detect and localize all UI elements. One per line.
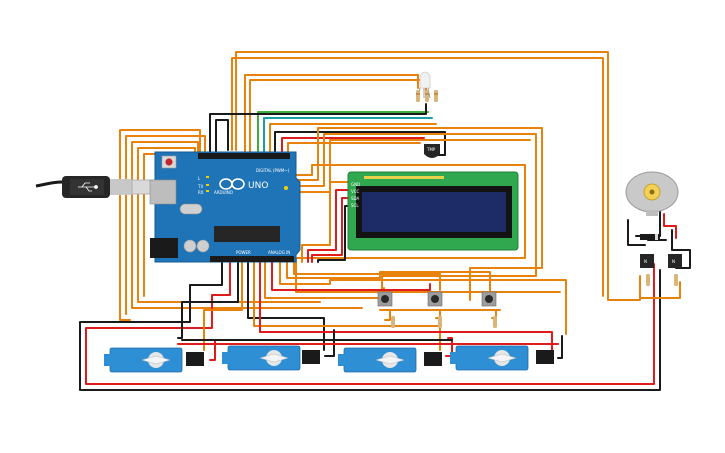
rgb-led[interactable]	[417, 71, 431, 99]
wire-left-1	[119, 129, 201, 321]
wire-btn-3	[279, 261, 567, 335]
wire-right-2	[295, 127, 543, 301]
servo-motor-4[interactable]	[450, 345, 554, 371]
wire-lcd-scl	[317, 205, 349, 263]
lcd-pin-gnd: GND	[351, 182, 360, 187]
diode	[640, 234, 660, 240]
wire-right-1	[295, 164, 561, 293]
svg-text:N: N	[644, 259, 647, 264]
wire-servo3-sig	[253, 261, 441, 351]
wire-servo3-pwr	[445, 337, 453, 357]
lcd-pin-vcc: VCC	[351, 189, 360, 194]
digital-header-label: DIGITAL (PWM~)	[256, 168, 290, 173]
push-button-2[interactable]	[427, 291, 443, 307]
wire-rgb-3	[257, 111, 429, 153]
push-button-1[interactable]	[377, 291, 393, 307]
wire-temp-2	[281, 137, 425, 153]
wire-motor-1	[631, 275, 641, 301]
lcd-header-pins	[364, 176, 444, 179]
wire-temp-1	[274, 131, 446, 156]
wire-motor-7	[639, 281, 681, 299]
lcd-pin-scl: SCL	[351, 203, 359, 208]
wire-power-red	[85, 261, 655, 385]
wire-motor-3	[671, 229, 691, 269]
power-header-label: POWER	[236, 250, 251, 255]
wire-power-black-2	[177, 261, 239, 339]
transistor-2[interactable]: N	[668, 254, 682, 268]
svg-text:N: N	[672, 259, 675, 264]
wire-black-top	[209, 103, 427, 153]
button-resistors	[391, 316, 497, 328]
transistor-1[interactable]: N	[640, 254, 654, 268]
led-rx-label: RX	[198, 190, 204, 195]
wire-motor-5	[663, 213, 677, 239]
wire-lcd-sda	[311, 197, 349, 263]
wire-servo2-sig	[247, 261, 325, 351]
board-brand-label: ARDUINO	[214, 190, 233, 195]
wire-servo4-pwr	[557, 335, 563, 359]
wire-right-4	[295, 139, 531, 193]
push-button-3[interactable]	[481, 291, 497, 307]
wire-temp-3	[287, 142, 421, 153]
led-tx-label: TX	[197, 184, 203, 189]
analog-header-label: ANALOG IN	[268, 250, 290, 255]
wire-orange-top	[235, 51, 633, 301]
rgb-resistors	[416, 90, 438, 102]
wires	[79, 51, 691, 391]
wire-orange-top-2	[231, 57, 604, 297]
wire-rgb-5	[269, 123, 437, 153]
servo-motor-3[interactable]	[338, 347, 442, 373]
wire-btn-down-1	[384, 309, 391, 321]
lcd-display[interactable]: GND VCC SDA SCL	[347, 171, 519, 251]
arduino-uno-board[interactable]: UNO ARDUINO DIGITAL (PWM~) POWER ANALOG …	[149, 151, 301, 263]
temp-sensor-label: TMP	[426, 147, 436, 152]
arduino-logo-icon	[219, 178, 245, 190]
wire-servo1-sig	[203, 261, 243, 351]
dc-motor[interactable]	[625, 171, 679, 216]
wire-rgb-4	[263, 117, 433, 153]
servo-motor-2[interactable]	[222, 345, 320, 371]
wire-black-top-2	[215, 119, 229, 153]
wire-left-3	[131, 141, 363, 309]
servo-motor-1[interactable]	[104, 347, 204, 373]
board-model-label: UNO	[248, 181, 268, 191]
wire-left-2	[125, 135, 206, 315]
wire-lcd-vcc	[307, 189, 349, 263]
wire-lcd-gnd	[301, 181, 349, 263]
motor-resistors	[646, 274, 678, 286]
wire-power-black	[79, 261, 661, 391]
lcd-pin-sda: SDA	[351, 196, 360, 201]
wire-btn-2	[271, 261, 431, 291]
wire-motor-4	[627, 219, 646, 246]
wire-rgb-2	[249, 79, 427, 153]
wire-servo2-pwr	[324, 329, 335, 357]
temperature-sensor[interactable]: TMP	[424, 144, 440, 158]
wire-servo4-sig	[259, 261, 553, 351]
wire-right-3	[295, 133, 537, 293]
usb-icon	[78, 182, 98, 192]
wire-btn-5	[293, 261, 441, 291]
led-l-label: L	[198, 176, 201, 181]
